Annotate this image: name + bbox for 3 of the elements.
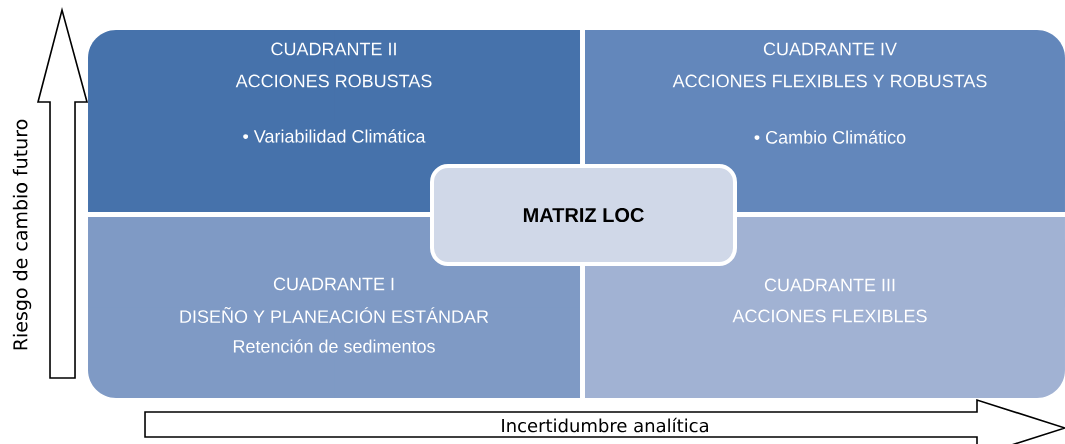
- title-box: MATRIZ LOC: [430, 164, 737, 266]
- axis-label: Incertidumbre analítica: [502, 417, 708, 433]
- axis-label: Riesgo de cambio futuro: [12, 119, 32, 350]
